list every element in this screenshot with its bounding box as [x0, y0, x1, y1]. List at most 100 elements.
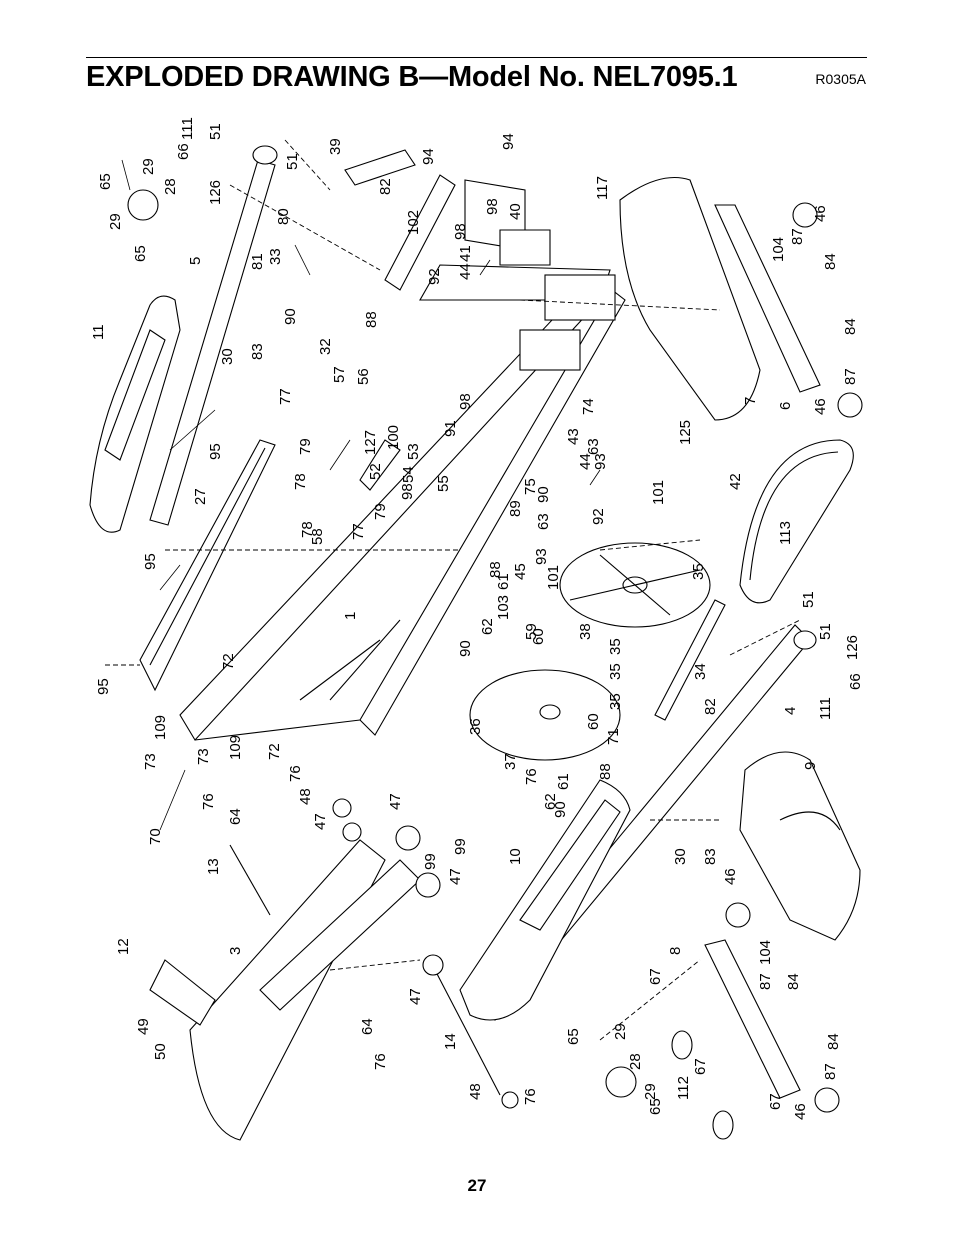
part-label: 95	[207, 443, 224, 460]
part-label: 84	[825, 1033, 842, 1050]
part-label: 90	[282, 308, 299, 325]
part-label: 56	[355, 368, 372, 385]
part-label: 52	[367, 463, 384, 480]
part-label: 94	[500, 133, 517, 150]
part-label: 63	[585, 438, 602, 455]
part-label: 76	[372, 1053, 389, 1070]
part-label: 9	[802, 762, 819, 770]
part-label: 65	[97, 173, 114, 190]
part-label: 43	[565, 428, 582, 445]
flywheel-part-36	[469, 669, 621, 761]
part-label: 82	[702, 698, 719, 715]
part-label: 102	[405, 210, 422, 235]
part-label: 125	[677, 420, 694, 445]
part-label: 1	[342, 612, 359, 620]
part-label: 48	[467, 1083, 484, 1100]
part-label: 40	[507, 203, 524, 220]
part-label: 67	[767, 1093, 784, 1110]
shroud-part-7	[619, 176, 761, 421]
bracket-part-8	[704, 939, 801, 1099]
part-label: 80	[275, 208, 292, 225]
part-label: 72	[266, 743, 283, 760]
part-label: 62	[479, 618, 496, 635]
part-label: 88	[487, 561, 504, 578]
part-labels: 1345678910111213142728282929292930303233…	[90, 117, 864, 1120]
part-label: 50	[152, 1043, 169, 1060]
part-label: 3	[227, 947, 244, 955]
part-label: 87	[822, 1063, 839, 1080]
part-label: 83	[702, 848, 719, 865]
header-rule	[86, 57, 867, 58]
part-label: 48	[297, 788, 314, 805]
part-label: 92	[590, 508, 607, 525]
part-label: 103	[495, 595, 512, 620]
pedal-arm-part-10	[459, 779, 631, 1021]
part-label: 49	[135, 1018, 152, 1035]
part-label: 88	[597, 763, 614, 780]
part-label: 67	[692, 1058, 709, 1075]
part-label: 75	[522, 478, 539, 495]
part-label: 37	[502, 753, 519, 770]
page-number: 27	[467, 1176, 487, 1195]
part-label: 95	[95, 678, 112, 695]
part-label: 12	[115, 938, 132, 955]
part-label: 90	[552, 801, 569, 818]
part-label: 32	[317, 338, 334, 355]
part-label: 76	[200, 793, 217, 810]
part-label: 88	[363, 311, 380, 328]
part-label: 71	[605, 728, 622, 745]
part-label: 76	[522, 1088, 539, 1105]
part-label: 77	[277, 388, 294, 405]
part-label: 70	[147, 828, 164, 845]
part-label: 13	[205, 858, 222, 875]
document-code: R0305A	[815, 71, 866, 87]
part-label: 74	[580, 398, 597, 415]
part-label: 60	[585, 713, 602, 730]
part-label: 44	[577, 453, 594, 470]
part-label: 47	[387, 793, 404, 810]
part-label: 65	[647, 1098, 664, 1115]
part-label: 67	[647, 968, 664, 985]
part-label: 34	[692, 663, 709, 680]
part-label: 90	[535, 486, 552, 503]
part-label: 28	[162, 178, 179, 195]
part-label: 28	[627, 1053, 644, 1070]
part-label: 79	[297, 438, 314, 455]
part-label: 73	[142, 753, 159, 770]
part-label: 59	[523, 623, 540, 640]
part-label: 57	[331, 366, 348, 383]
part-label: 104	[770, 237, 787, 262]
part-label: 78	[299, 521, 316, 538]
part-label: 4	[782, 707, 799, 715]
part-label: 72	[220, 653, 237, 670]
part-label: 98	[399, 483, 416, 500]
part-label: 46	[722, 868, 739, 885]
part-label: 58	[309, 528, 326, 545]
wheel-part-28-lower	[605, 1066, 637, 1098]
part-label: 51	[800, 591, 817, 608]
part-label: 113	[777, 521, 794, 545]
part-label: 64	[227, 808, 244, 825]
part-label: 95	[142, 553, 159, 570]
crank-arm-part-5	[149, 159, 276, 526]
part-label: 53	[405, 443, 422, 460]
part-label: 44	[457, 263, 474, 280]
part-label: 78	[292, 473, 309, 490]
part-label: 126	[844, 635, 861, 660]
part-label: 51	[284, 153, 301, 170]
part-label: 112	[675, 1076, 692, 1100]
part-label: 127	[362, 430, 379, 455]
part-label: 27	[192, 488, 209, 505]
part-label: 39	[327, 138, 344, 155]
part-label: 29	[612, 1023, 629, 1040]
part-label: 98	[484, 198, 501, 215]
bracket-part-34	[654, 599, 726, 721]
part-label: 38	[577, 623, 594, 640]
part-label: 5	[187, 257, 204, 265]
part-label: 87	[842, 368, 859, 385]
part-label: 65	[565, 1028, 582, 1045]
part-label: 65	[132, 245, 149, 262]
part-label: 99	[452, 838, 469, 855]
part-label: 35	[607, 638, 624, 655]
part-label: 126	[207, 180, 224, 205]
